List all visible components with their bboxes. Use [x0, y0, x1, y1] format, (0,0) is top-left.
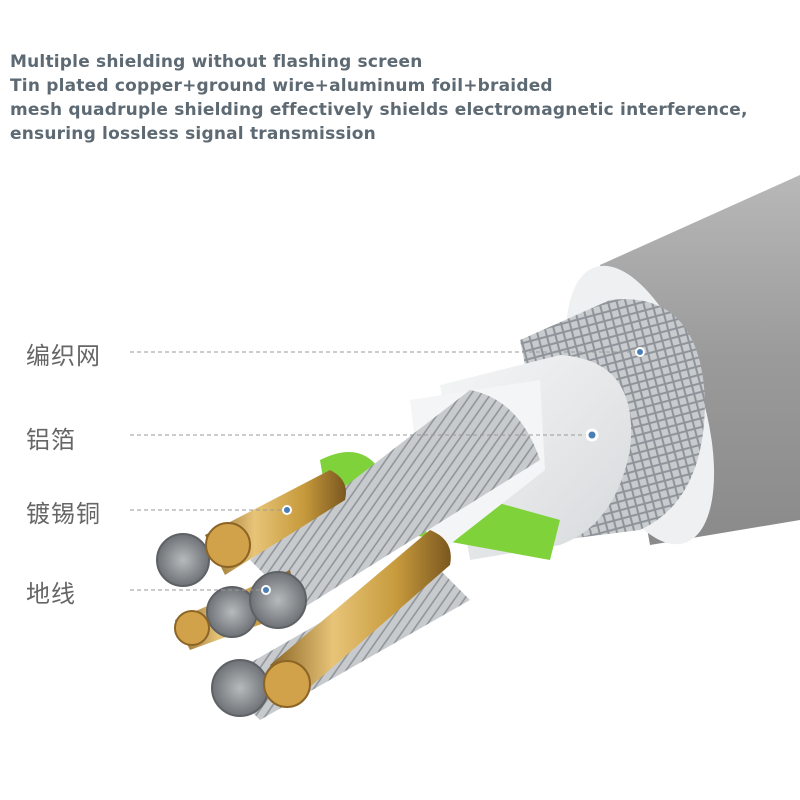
tinned-strand-bundle-large — [250, 390, 540, 610]
caption-line-2: Tin plated copper+ground wire+aluminum f… — [10, 76, 553, 96]
caption-line-1: Multiple shielding without flashing scre… — [10, 52, 423, 72]
label-tinned-copper: 镀锡铜 — [26, 500, 101, 528]
caption-line-3: mesh quadruple shielding effectively shi… — [10, 100, 748, 120]
label-aluminum-foil: 铝箔 — [26, 426, 76, 454]
copper-conductor-right — [270, 530, 451, 700]
caption-text-block: Multiple shielding without flashing scre… — [10, 50, 795, 146]
marker-dot-ground-wire — [261, 585, 271, 595]
copper-end-top — [205, 522, 251, 568]
bundle-end-bottom — [211, 659, 269, 717]
marker-dot-tinned-copper — [282, 505, 292, 515]
caption-line-4: ensuring lossless signal transmission — [10, 124, 376, 144]
bundle-end-top-left — [156, 533, 210, 587]
label-ground-wire: 地线 — [26, 580, 76, 608]
marker-dot-aluminum-foil — [585, 428, 599, 442]
bundle-end-center — [206, 586, 258, 638]
label-braided-mesh: 编织网 — [26, 342, 101, 370]
copper-end-left — [174, 610, 210, 646]
copper-end-bottom-right — [263, 660, 311, 708]
marker-dot-braided-mesh — [635, 347, 645, 357]
bundle-end-right — [249, 571, 307, 629]
